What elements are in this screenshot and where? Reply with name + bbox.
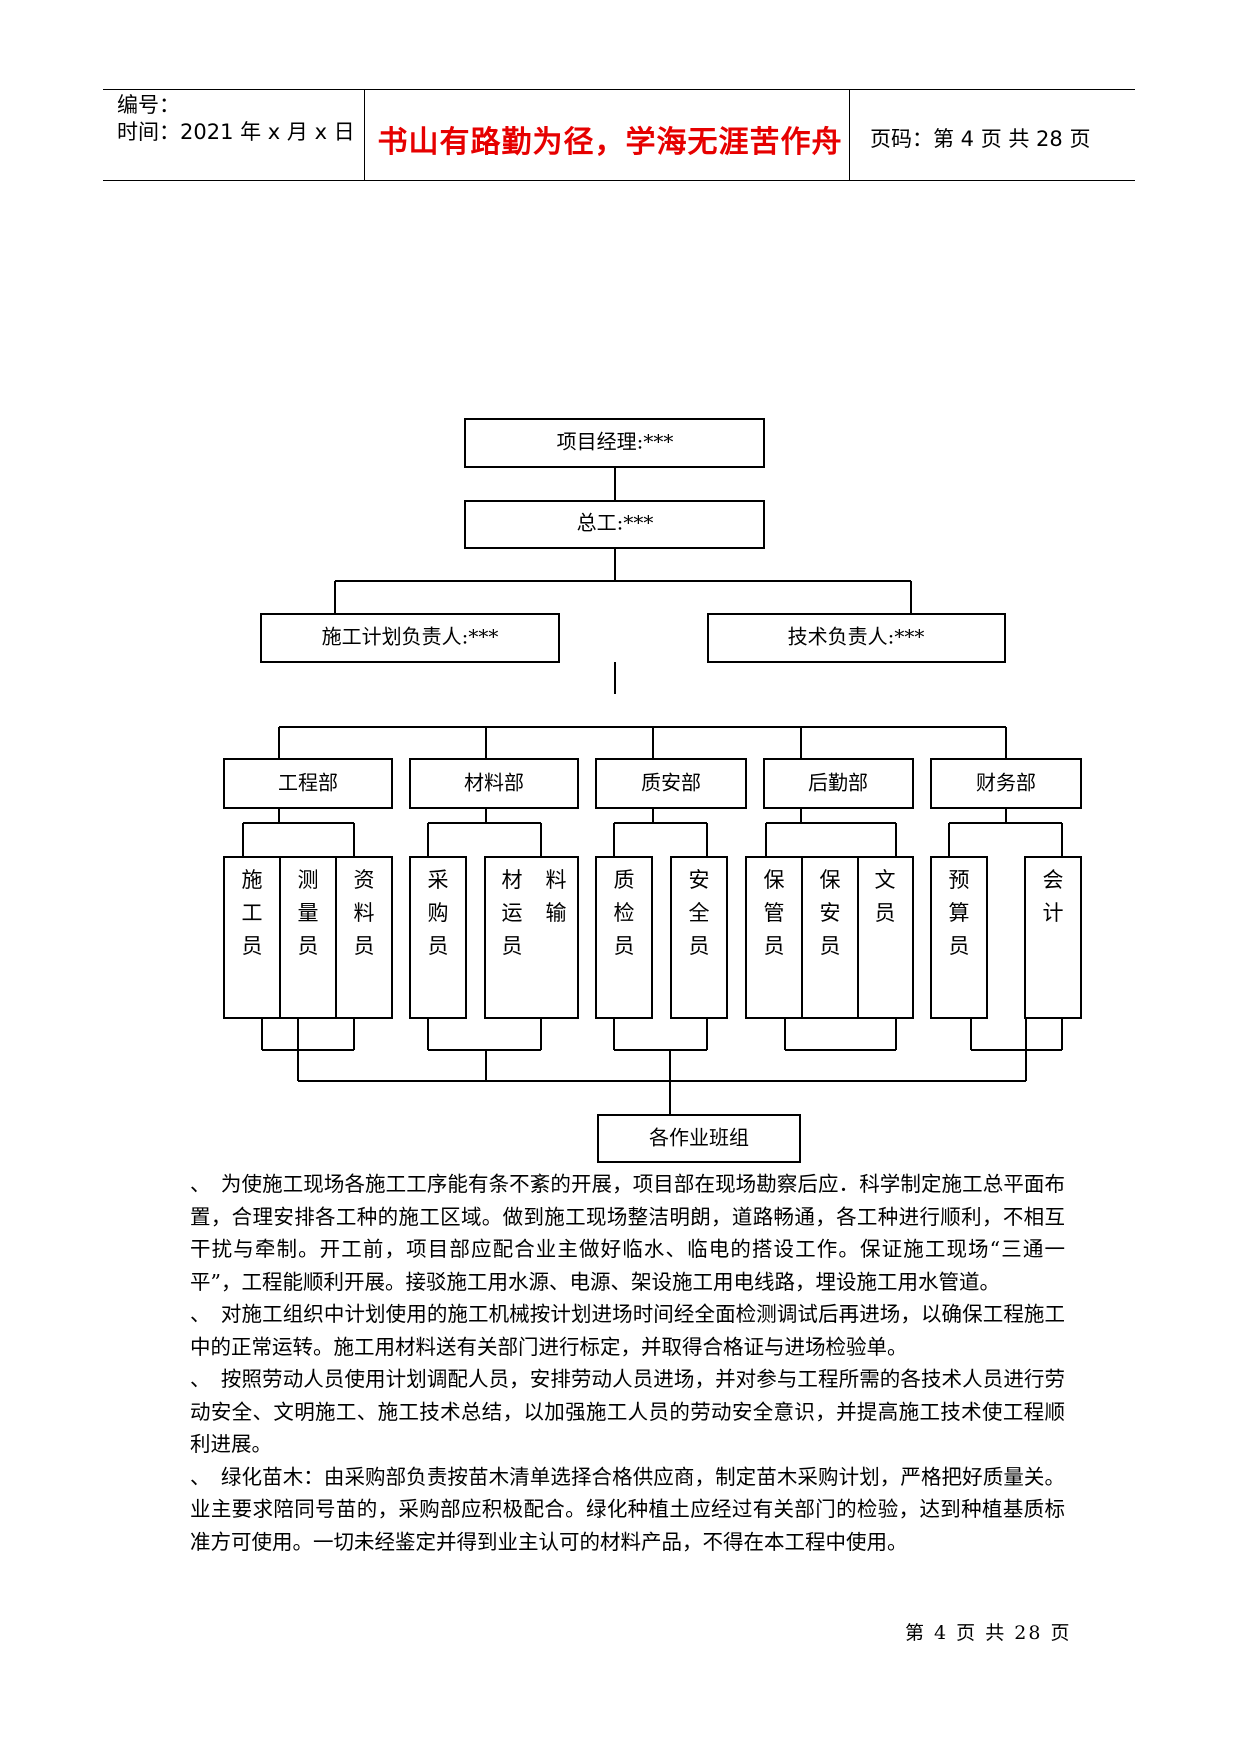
box-dept-logistics: 后勤部 [763, 758, 914, 809]
chief-engineer-label: 总工:*** [577, 511, 654, 535]
staff-label: 预算员 [949, 868, 970, 958]
header-motto: 书山有路勤为径，学海无涯苦作舟 [377, 125, 843, 160]
paragraph: 、 按照劳动人员使用计划调配人员，安排劳动人员进场，并对参与工程所需的各技术人员… [190, 1367, 1065, 1456]
staff-label: 材运员料输 [502, 868, 567, 958]
chart-connectors [242, 467, 1063, 1115]
box-dept-engineering: 工程部 [223, 758, 393, 809]
staff-label: 施工员 [242, 868, 263, 958]
staff-labels: 施工员 测量员 资料员 采购员 材运员料输 质检员 安全员 保管员 保安员 文员 预算员 会计 [242, 868, 1064, 958]
staff-label: 文员 [875, 868, 896, 925]
header-bottom-rule [103, 180, 1135, 181]
tech-lead-label: 技术负责人:*** [788, 625, 925, 649]
page-footer: 第 4 页 共 28 页 [905, 1622, 1072, 1644]
staff-label: 保管员 [764, 868, 785, 958]
dept-logistics-label: 后勤部 [808, 771, 868, 795]
dept-engineering-label: 工程部 [278, 771, 338, 795]
paragraph: 、 绿化苗木：由采购部负责按苗木清单选择合格供应商，制定苗木采购计划，严格把好质… [190, 1464, 1065, 1554]
header-time: 时间：2021 年 x 月 x 日 [117, 120, 355, 144]
box-dept-materials: 材料部 [409, 758, 579, 809]
box-dept-quality-safety: 质安部 [595, 758, 747, 809]
header-divider-right [849, 89, 850, 181]
plan-lead-label: 施工计划负责人:*** [322, 625, 499, 649]
staff-boxes [223, 856, 1082, 1019]
box-chief-engineer: 总工:*** [464, 500, 765, 549]
staff-label: 采购员 [428, 868, 449, 958]
dept-quality-safety-label: 质安部 [641, 771, 701, 795]
staff-label: 安全员 [689, 868, 710, 958]
staff-label: 质检员 [614, 868, 635, 958]
box-tech-lead: 技术负责人:*** [707, 613, 1006, 663]
header-divider-left [364, 89, 365, 181]
box-plan-lead: 施工计划负责人:*** [260, 613, 560, 663]
work-teams-label: 各作业班组 [649, 1126, 749, 1150]
paragraph: 、 为使施工现场各施工工序能有条不紊的开展，项目部在现场勘察后应．科学制定施工总… [190, 1172, 1065, 1294]
header-page-number: 页码：第 4 页 共 28 页 [870, 127, 1091, 151]
box-dept-finance: 财务部 [930, 758, 1082, 809]
org-chart: 项目经理:*** 总工:*** 施工计划负责人:*** 技术负责人:*** 工程… [223, 418, 1082, 1163]
staff-label: 资料员 [354, 868, 375, 958]
manager-label: 项目经理:*** [557, 430, 674, 454]
staff-label: 会计 [1043, 868, 1064, 925]
dept-materials-label: 材料部 [464, 771, 524, 795]
box-work-teams: 各作业班组 [597, 1114, 801, 1163]
body-text: 、 为使施工现场各施工工序能有条不紊的开展，项目部在现场勘察后应．科学制定施工总… [190, 1168, 1065, 1558]
header-top-rule [103, 89, 1135, 90]
paragraph: 、 对施工组织中计划使用的施工机械按计划进场时间经全面检测调试后再进场，以确保工… [190, 1302, 1065, 1359]
header-number: 编号： [117, 93, 180, 117]
dept-finance-label: 财务部 [976, 771, 1036, 795]
staff-label: 保安员 [820, 868, 841, 958]
box-manager: 项目经理:*** [464, 418, 765, 468]
staff-label: 测量员 [298, 868, 319, 958]
